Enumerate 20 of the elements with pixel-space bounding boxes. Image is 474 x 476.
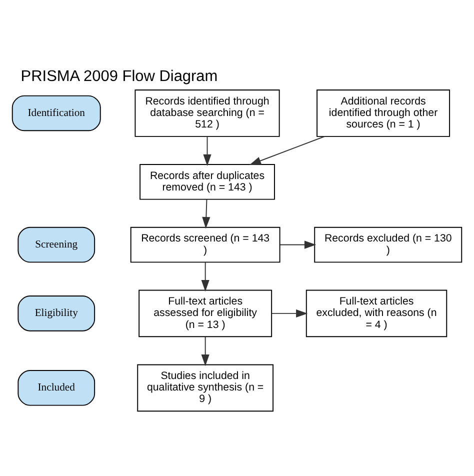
arrow bbox=[279, 240, 316, 249]
arrow bbox=[249, 136, 325, 165]
node-box: Records screened (n = 143 ) bbox=[130, 226, 280, 263]
node-box: Records after duplicates removed (n = 143 ) bbox=[140, 164, 275, 200]
node-box: Identification bbox=[12, 95, 101, 132]
arrow bbox=[201, 336, 210, 366]
node-box: Full-text articles assessed for eligibility (n = 13 ) bbox=[138, 290, 272, 338]
node-box: Screening bbox=[18, 226, 96, 263]
node-box: Eligibility bbox=[18, 296, 96, 332]
diagram-title: PRISMA 2009 Flow Diagram bbox=[20, 68, 218, 86]
arrow bbox=[271, 309, 308, 318]
node-box: Full-text articles excluded, with reasons (n = 4 ) bbox=[306, 290, 448, 338]
arrow bbox=[203, 136, 212, 166]
arrow bbox=[202, 199, 210, 229]
arrow bbox=[201, 262, 210, 292]
node-box: Records identified through database searching (n = 512 ) bbox=[134, 90, 280, 137]
node-box: Additional records identified through other sources (n = 1 ) bbox=[316, 90, 450, 137]
node-box: Records excluded (n = 130 ) bbox=[314, 226, 462, 263]
node-box: Included bbox=[18, 370, 96, 406]
node-box: Studies included in qualitative synthesis (n = 9 ) bbox=[137, 364, 274, 412]
